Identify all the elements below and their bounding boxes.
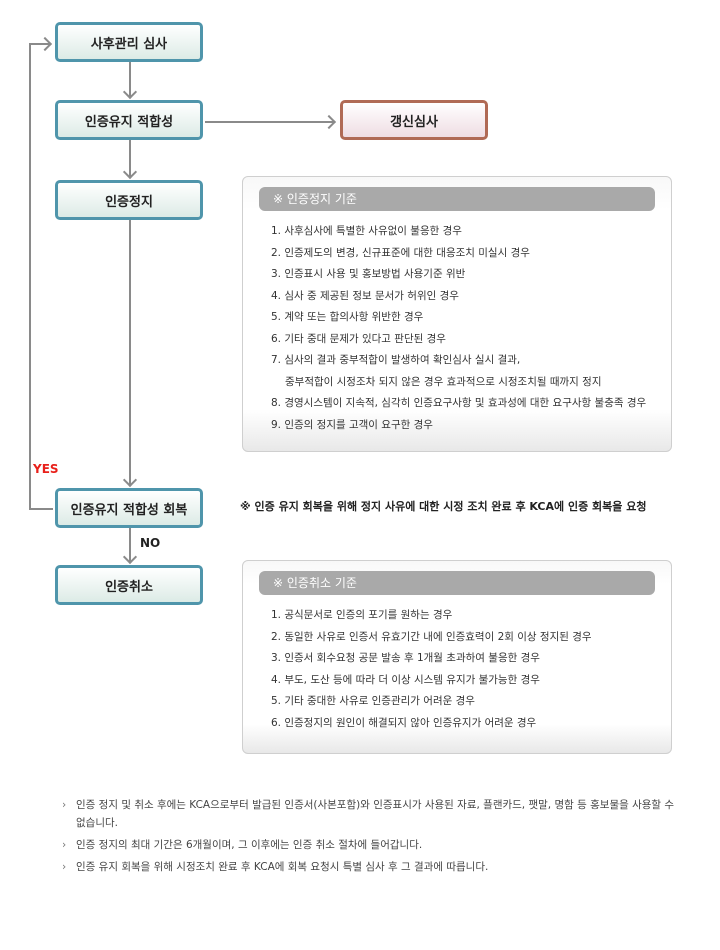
loop-line [29, 43, 51, 45]
suspend-criteria-list: 1. 사후심사에 특별한 사유없이 불응한 경우 2. 인증제도의 변경, 신규… [271, 221, 646, 436]
cancel-criteria-panel: ※ 인증취소 기준 1. 공식문서로 인증의 포기를 원하는 경우 2. 동일한… [242, 560, 672, 754]
yes-label: YES [33, 462, 59, 476]
arrow-down-icon [122, 84, 138, 100]
step-renewal: 갱신심사 [340, 100, 488, 140]
list-item: 6. 인증정지의 원인이 해결되지 않아 인증유지가 어려운 경우 [271, 716, 537, 729]
restore-note: ※ 인증 유지 회복을 위해 정지 사유에 대한 시정 조치 완료 후 KCA에… [240, 500, 647, 513]
list-item: 4. 심사 중 제공된 정보 문서가 허위인 경우 [271, 289, 459, 302]
arrow-right-icon [37, 36, 53, 52]
note-item: › 인증 정지의 최대 기간은 6개월이며, 그 이후에는 인증 취소 절차에 들… [62, 836, 682, 854]
step-cancel: 인증취소 [55, 565, 203, 605]
connector-line [129, 220, 131, 486]
list-item: 5. 기타 중대한 사유로 인증관리가 어려운 경우 [271, 695, 475, 707]
suspend-criteria-title: ※ 인증정지 기준 [259, 187, 655, 211]
step-maintain-fit: 인증유지 적합성 [55, 100, 203, 140]
list-item: 5. 계약 또는 합의사항 위반한 경우 [271, 311, 424, 323]
list-item: 1. 사후심사에 특별한 사유없이 불응한 경우 [271, 225, 462, 237]
note-item: › 인증 유지 회복을 위해 시정조치 완료 후 KCA에 회복 요청시 특별 심… [62, 858, 682, 876]
notes-list: › 인증 정지 및 취소 후에는 KCA으로부터 발급된 인증서(사본포함)와 인… [62, 796, 682, 880]
cancel-criteria-list: 1. 공식문서로 인증의 포기를 원하는 경우 2. 동일한 사유로 인증서 유… [271, 605, 592, 734]
list-item: 3. 인증표시 사용 및 홍보방법 사용기준 위반 [271, 268, 466, 280]
loop-line [29, 508, 53, 510]
list-item: 3. 인증서 회수요청 공문 발송 후 1개월 초과하여 불응한 경우 [271, 652, 540, 664]
note-text: 인증 유지 회복을 위해 시정조치 완료 후 KCA에 회복 요청시 특별 심사… [76, 861, 489, 873]
step-suspend: 인증정지 [55, 180, 203, 220]
list-item: 중부적합이 시정조차 되지 않은 경우 효과적으로 시정조치될 때까지 정지 [285, 375, 602, 388]
arrow-down-icon [122, 549, 138, 565]
list-item: 6. 기타 중대 문제가 있다고 판단된 경우 [271, 332, 446, 345]
suspend-criteria-panel: ※ 인증정지 기준 1. 사후심사에 특별한 사유없이 불응한 경우 2. 인증… [242, 176, 672, 452]
arrow-right-icon [321, 114, 337, 130]
list-item: 9. 인증의 정지를 고객이 요구한 경우 [271, 418, 433, 431]
note-text: 인증 정지의 최대 기간은 6개월이며, 그 이후에는 인증 취소 절차에 들어… [76, 839, 423, 851]
connector-line [129, 528, 131, 563]
note-item: › 인증 정지 및 취소 후에는 KCA으로부터 발급된 인증서(사본포함)와 인… [62, 796, 682, 832]
connector-line [129, 62, 131, 98]
connector-line [129, 140, 131, 178]
chevron-right-icon: › [62, 799, 67, 811]
no-label: NO [140, 536, 161, 550]
list-item: 7. 심사의 결과 중부적합이 발생하여 확인심사 실시 결과, [271, 354, 521, 366]
connector-line [205, 121, 335, 123]
list-item: 8. 경영시스템이 지속적, 심각히 인증요구사항 및 효과성에 대한 요구사항… [271, 397, 647, 409]
list-item: 4. 부도, 도산 등에 따라 더 이상 시스템 유지가 불가능한 경우 [271, 673, 540, 686]
chevron-right-icon: › [62, 839, 67, 851]
chevron-right-icon: › [62, 861, 67, 873]
step-post-review: 사후관리 심사 [55, 22, 203, 62]
list-item: 2. 인증제도의 변경, 신규표준에 대한 대응조치 미실시 경우 [271, 246, 530, 259]
loop-line [29, 43, 31, 509]
list-item: 2. 동일한 사유로 인증서 유효기간 내에 인증효력이 2회 이상 정지된 경… [271, 630, 592, 643]
arrow-down-icon [122, 472, 138, 488]
list-item: 1. 공식문서로 인증의 포기를 원하는 경우 [271, 609, 453, 621]
note-text: 인증 정지 및 취소 후에는 KCA으로부터 발급된 인증서(사본포함)와 인증… [76, 799, 675, 829]
step-restore: 인증유지 적합성 회복 [55, 488, 203, 528]
cancel-criteria-title: ※ 인증취소 기준 [259, 571, 655, 595]
arrow-down-icon [122, 164, 138, 180]
